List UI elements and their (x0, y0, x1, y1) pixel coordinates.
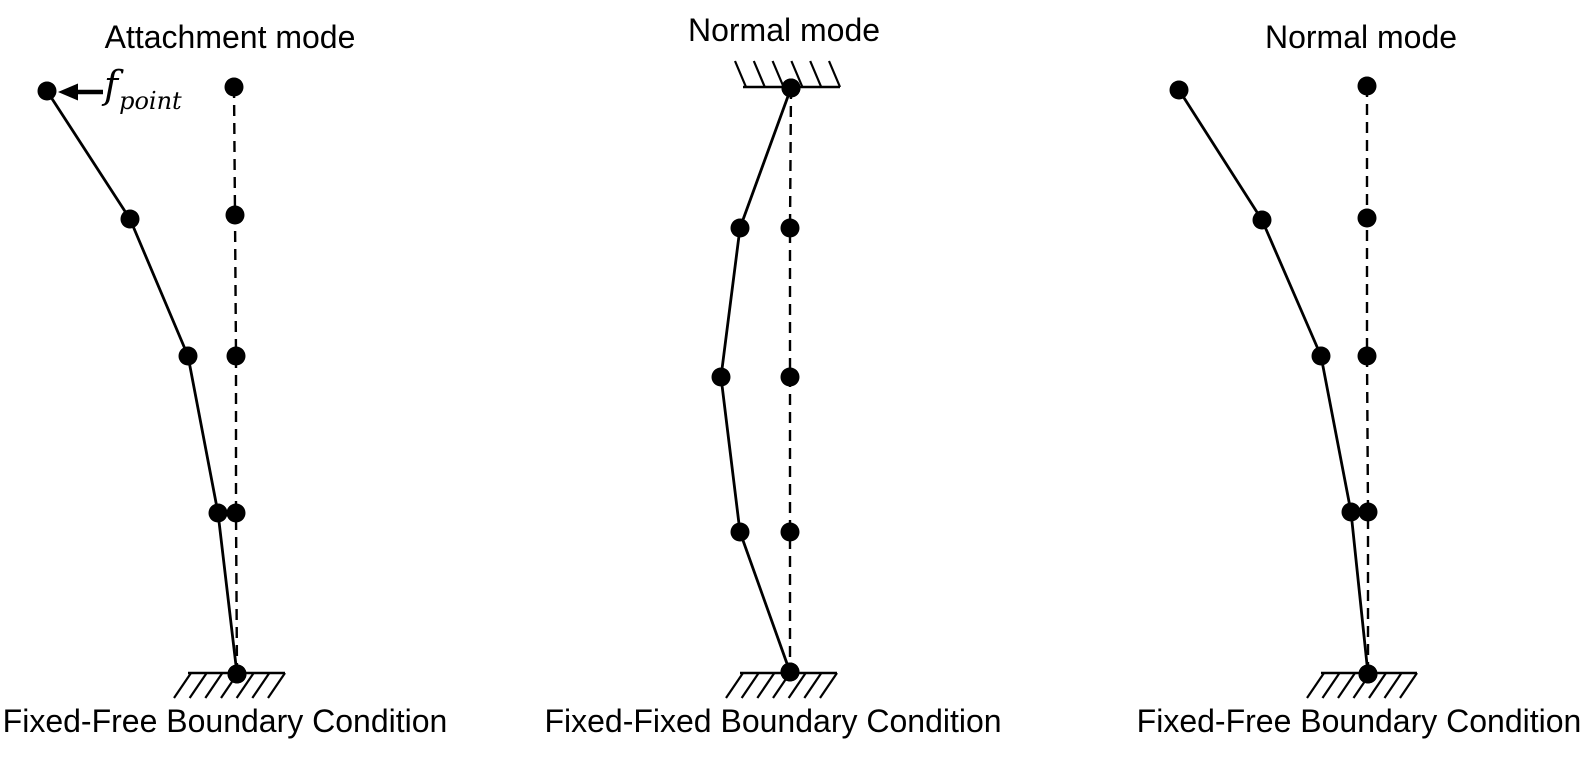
title-attachment-mode: Attachment mode (104, 19, 356, 55)
force-subscript: point (119, 87, 182, 115)
ground-support-hatch (235, 672, 255, 699)
ground-support-hatch (267, 672, 286, 699)
ceiling-support-hatch (790, 60, 804, 88)
beam-node-dot (37, 81, 57, 101)
ground-support-hatch (803, 672, 823, 699)
title-normal-mode-right: Normal mode (1264, 19, 1458, 55)
ground-support-hatch (173, 672, 192, 699)
beam-node-dot (711, 367, 731, 387)
ground-support-hatch (740, 672, 760, 699)
reference-node-dot (1358, 664, 1378, 684)
beam-node-dot (730, 522, 750, 542)
force-point-label: fpoint (104, 63, 182, 113)
reference-node-dot (780, 662, 800, 682)
ground-support-hatch (787, 672, 807, 699)
beam-node-dot (730, 218, 750, 238)
beam-mode-shape (45, 90, 239, 675)
reference-dashed-line (1365, 86, 1370, 674)
reference-node-dot (225, 205, 245, 225)
ground-support-hatch (204, 672, 224, 699)
reference-node-dot (224, 77, 244, 97)
reference-node-dot (781, 78, 801, 98)
ground-support-hatch (1368, 672, 1387, 699)
beam-node-dot (208, 503, 228, 523)
beam-node-dot (1169, 80, 1189, 100)
ceiling-support-hatch (771, 60, 785, 88)
reference-node-dot (1357, 208, 1377, 228)
beam-mode-shape (1177, 89, 1370, 675)
beam-node-dot (1311, 346, 1331, 366)
diagram-0-fixed-free (37, 77, 286, 699)
beam-node-dot (1252, 210, 1272, 230)
reference-node-dot (226, 503, 246, 523)
ground-support-hatch (251, 672, 271, 699)
caption-fixed-fixed: Fixed-Fixed Boundary Condition (544, 703, 1002, 739)
ground-support-hatch (756, 672, 776, 699)
ceiling-support-hatch (733, 60, 748, 88)
title-normal-mode-middle: Normal mode (687, 12, 881, 48)
reference-node-dot (780, 367, 800, 387)
ground-support-hatch (1383, 672, 1403, 699)
ground-support-hatch (188, 672, 208, 699)
reference-node-dot (227, 664, 247, 684)
diagram-2-fixed-free (1169, 76, 1418, 699)
ceiling-support-hatch (752, 60, 766, 88)
caption-fixed-free-right: Fixed-Free Boundary Condition (1136, 703, 1582, 739)
beam-node-dot (178, 346, 198, 366)
ground-support-hatch (1337, 672, 1356, 699)
diagram-1-fixed-fixed (711, 60, 842, 699)
ceiling-support-hatch (809, 60, 823, 88)
ground-support-hatch (1399, 672, 1418, 699)
ground-support-hatch (1306, 672, 1325, 699)
reference-node-dot (1357, 346, 1377, 366)
reference-dashed-line (232, 86, 239, 675)
caption-fixed-free-left: Fixed-Free Boundary Condition (2, 703, 448, 739)
ground-support-hatch (1321, 672, 1341, 699)
ceiling-support-hatch (827, 60, 842, 88)
reference-node-dot (780, 522, 800, 542)
reference-node-dot (226, 346, 246, 366)
reference-node-dot (1357, 76, 1377, 96)
reference-node-dot (780, 218, 800, 238)
beam-mode-shape (719, 87, 793, 673)
ground-support-hatch (819, 672, 838, 699)
ground-support-hatch (725, 672, 744, 699)
reference-node-dot (1358, 502, 1378, 522)
beam-node-dot (120, 209, 140, 229)
force-arrow-head (58, 83, 78, 101)
beam-node-dot (1341, 502, 1361, 522)
force-symbol: f (104, 63, 119, 107)
